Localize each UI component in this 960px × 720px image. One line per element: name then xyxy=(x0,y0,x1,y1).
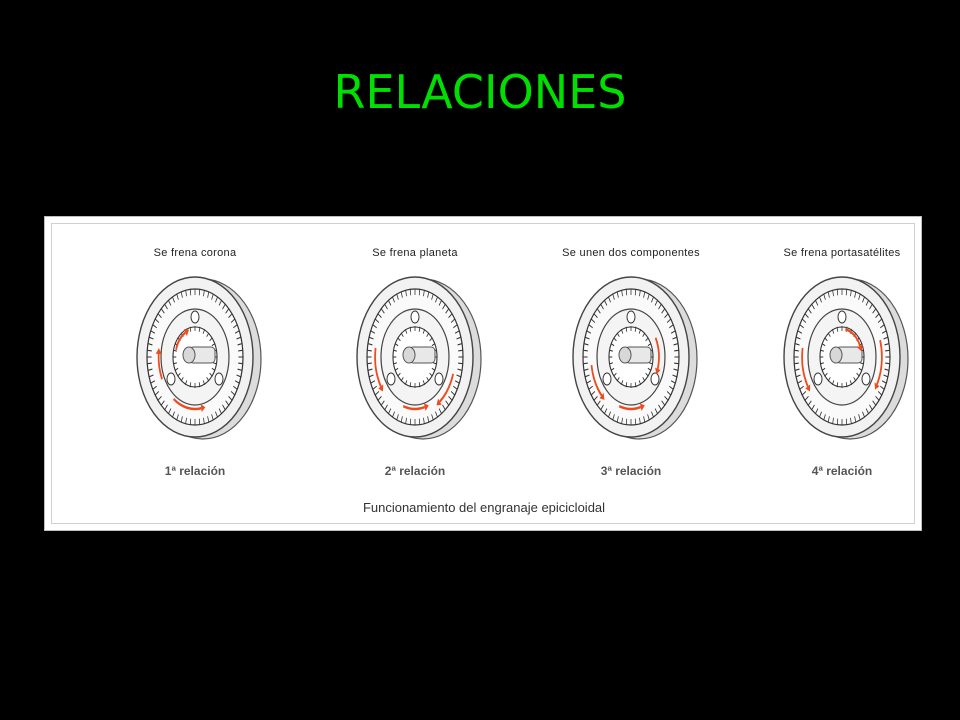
figure-caption: Funcionamiento del engranaje epicicloida… xyxy=(362,500,606,515)
condition-label: Se frena planeta xyxy=(372,247,458,259)
slide-title: RELACIONES xyxy=(333,65,627,119)
relation-label: 3ª relación xyxy=(600,464,662,478)
planetary-gear-icon xyxy=(356,276,482,440)
diagram-relation-2: Se frena planeta 2ª relación xyxy=(315,217,515,478)
condition-label: Se frena corona xyxy=(153,247,237,259)
condition-label: Se unen dos componentes xyxy=(562,247,700,259)
figure-frame xyxy=(51,223,915,524)
condition-label: Se frena portasatélites xyxy=(783,247,901,259)
relation-label: 1ª relación xyxy=(164,464,226,478)
relation-label: 4ª relación xyxy=(811,464,873,478)
planetary-gear-icon xyxy=(136,276,262,440)
diagram-relation-1: Se frena corona 1ª relación xyxy=(95,217,295,478)
gear-figure: Se frena corona 1ª relación Se frena pla… xyxy=(44,216,922,531)
planetary-gear-icon xyxy=(572,276,698,440)
diagram-relation-3: Se unen dos componentes 3ª relación xyxy=(531,217,731,478)
diagram-relation-4: Se frena portasatélites 4ª relación xyxy=(742,217,942,478)
planetary-gear-icon xyxy=(783,276,909,440)
relation-label: 2ª relación xyxy=(384,464,446,478)
